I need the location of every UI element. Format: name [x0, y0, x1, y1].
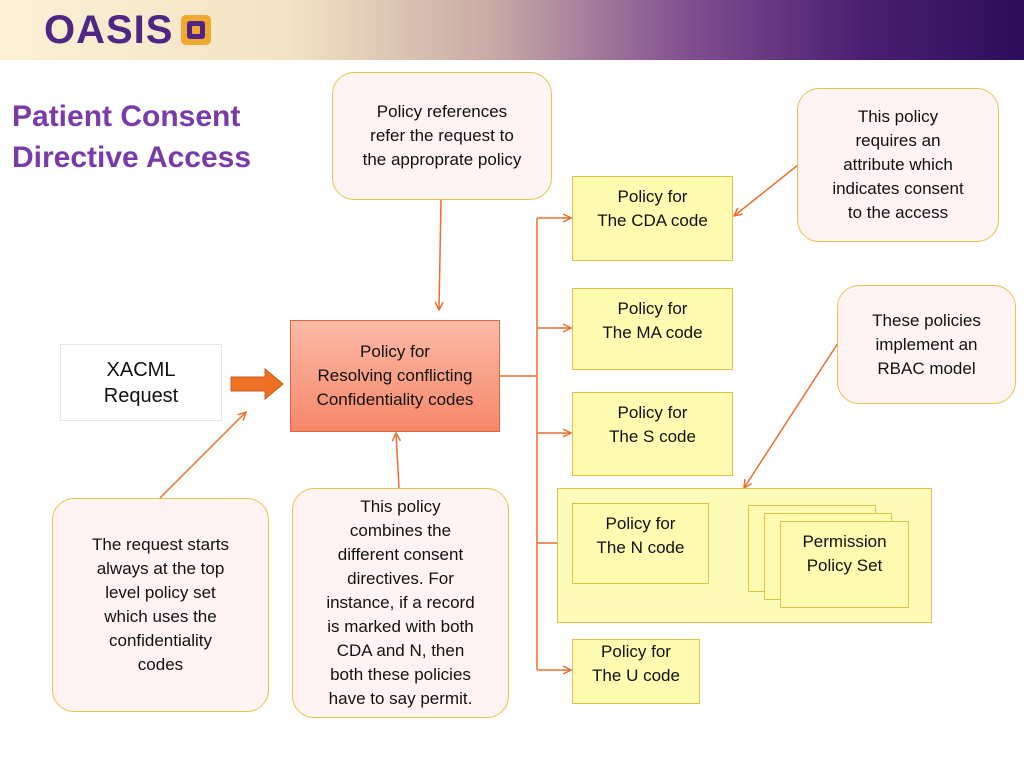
callout-text-line: requires an	[855, 131, 941, 150]
policy-ma-line-1: Policy for	[617, 299, 688, 318]
callout-text-line: These policies	[872, 310, 981, 330]
references-pointer-arrow	[439, 199, 441, 310]
callout-text-line: which uses the	[104, 607, 217, 626]
callout-text-line: both these policies	[330, 665, 471, 684]
policy-cda-line-2: The CDA code	[597, 211, 708, 230]
policy-cda-line-1: Policy for	[617, 187, 688, 206]
main-policy-box: Policy for Resolving conflicting Confide…	[290, 320, 500, 432]
callout-text-line: confidentiality	[108, 631, 212, 650]
callout-text-line: The request starts	[91, 535, 229, 554]
callout-text-line: is marked with both	[327, 617, 474, 636]
policy-n-box: Policy for The N code	[572, 503, 709, 584]
policy-u-line-1: Policy for	[601, 642, 671, 661]
policy-cda-box: Policy for The CDA code	[572, 176, 733, 261]
title-line-1: Patient Consent	[12, 100, 241, 133]
policy-ma-line-2: The MA code	[602, 323, 703, 342]
logo-text: OASIS	[44, 7, 174, 52]
xacml-request-box: XACML Request	[60, 344, 222, 421]
policy-u-line-2: The U code	[592, 666, 680, 685]
permission-policy-set-box: Permission Policy Set	[780, 521, 909, 608]
callout-text-line: codes	[137, 655, 184, 674]
consent-pointer-arrow	[734, 164, 799, 216]
callout-combines: This policy combines the different conse…	[292, 488, 509, 718]
callout-text-line: attribute which	[843, 155, 953, 174]
permission-line-1: Permission	[802, 532, 887, 551]
request-start-pointer-arrow	[159, 412, 246, 499]
callout-text-line: different consent	[337, 545, 464, 564]
callout-consent-attribute: This policy requires an attribute which …	[797, 88, 999, 242]
callout-text-line: RBAC model	[877, 358, 976, 378]
main-policy-line-3: Confidentiality codes	[316, 390, 474, 409]
request-line-2: Request	[103, 384, 179, 407]
permission-line-2: Policy Set	[806, 556, 883, 575]
policy-s-line-1: Policy for	[617, 403, 688, 422]
callout-text-line: implement an	[875, 334, 978, 354]
request-line-1: XACML	[106, 358, 176, 381]
callout-text-line: This policy	[857, 107, 939, 126]
policy-n-line-1: Policy for	[605, 514, 676, 533]
oasis-logo: OASIS	[44, 8, 213, 52]
title-line-2: Directive Access	[12, 141, 252, 174]
policy-s-line-2: The S code	[609, 427, 696, 446]
callout-request-start: The request starts always at the top lev…	[52, 498, 269, 712]
callout-text-line: This policy	[360, 497, 441, 516]
combines-pointer-arrow	[396, 433, 399, 489]
main-policy-line-2: Resolving conflicting	[317, 366, 473, 385]
callout-text-line: always at the top	[96, 559, 225, 578]
header-banner: OASIS	[0, 0, 1024, 60]
callout-text-line: have to say permit.	[328, 689, 473, 708]
callout-policy-references: Policy references refer the request to t…	[332, 72, 552, 200]
callout-text-line: indicates consent	[832, 179, 964, 198]
request-arrow	[230, 367, 284, 401]
rbac-pointer-arrow	[744, 342, 839, 488]
main-policy-line-1: Policy for	[360, 342, 430, 361]
callout-text-line: level policy set	[105, 583, 216, 602]
callout-text-line: combines the	[349, 521, 452, 540]
callout-text-line: refer the request to	[370, 126, 514, 145]
callout-rbac: These policies implement an RBAC model	[837, 285, 1016, 404]
callout-text-line: instance, if a record	[326, 593, 475, 612]
callout-text-line: the approprate policy	[362, 150, 522, 169]
policy-n-line-2: The N code	[596, 538, 685, 557]
callout-text-line: CDA and N, then	[336, 641, 465, 660]
callout-text-line: directives. For	[347, 569, 454, 588]
policy-u-box: Policy for The U code	[572, 639, 700, 704]
policy-s-box: Policy for The S code	[572, 392, 733, 476]
page-title: Patient Consent Directive Access	[12, 96, 251, 178]
callout-text-line: Policy references	[376, 102, 508, 121]
oasis-logo-icon	[181, 15, 212, 45]
policy-ma-box: Policy for The MA code	[572, 288, 733, 370]
callout-text-line: to the access	[847, 203, 949, 222]
